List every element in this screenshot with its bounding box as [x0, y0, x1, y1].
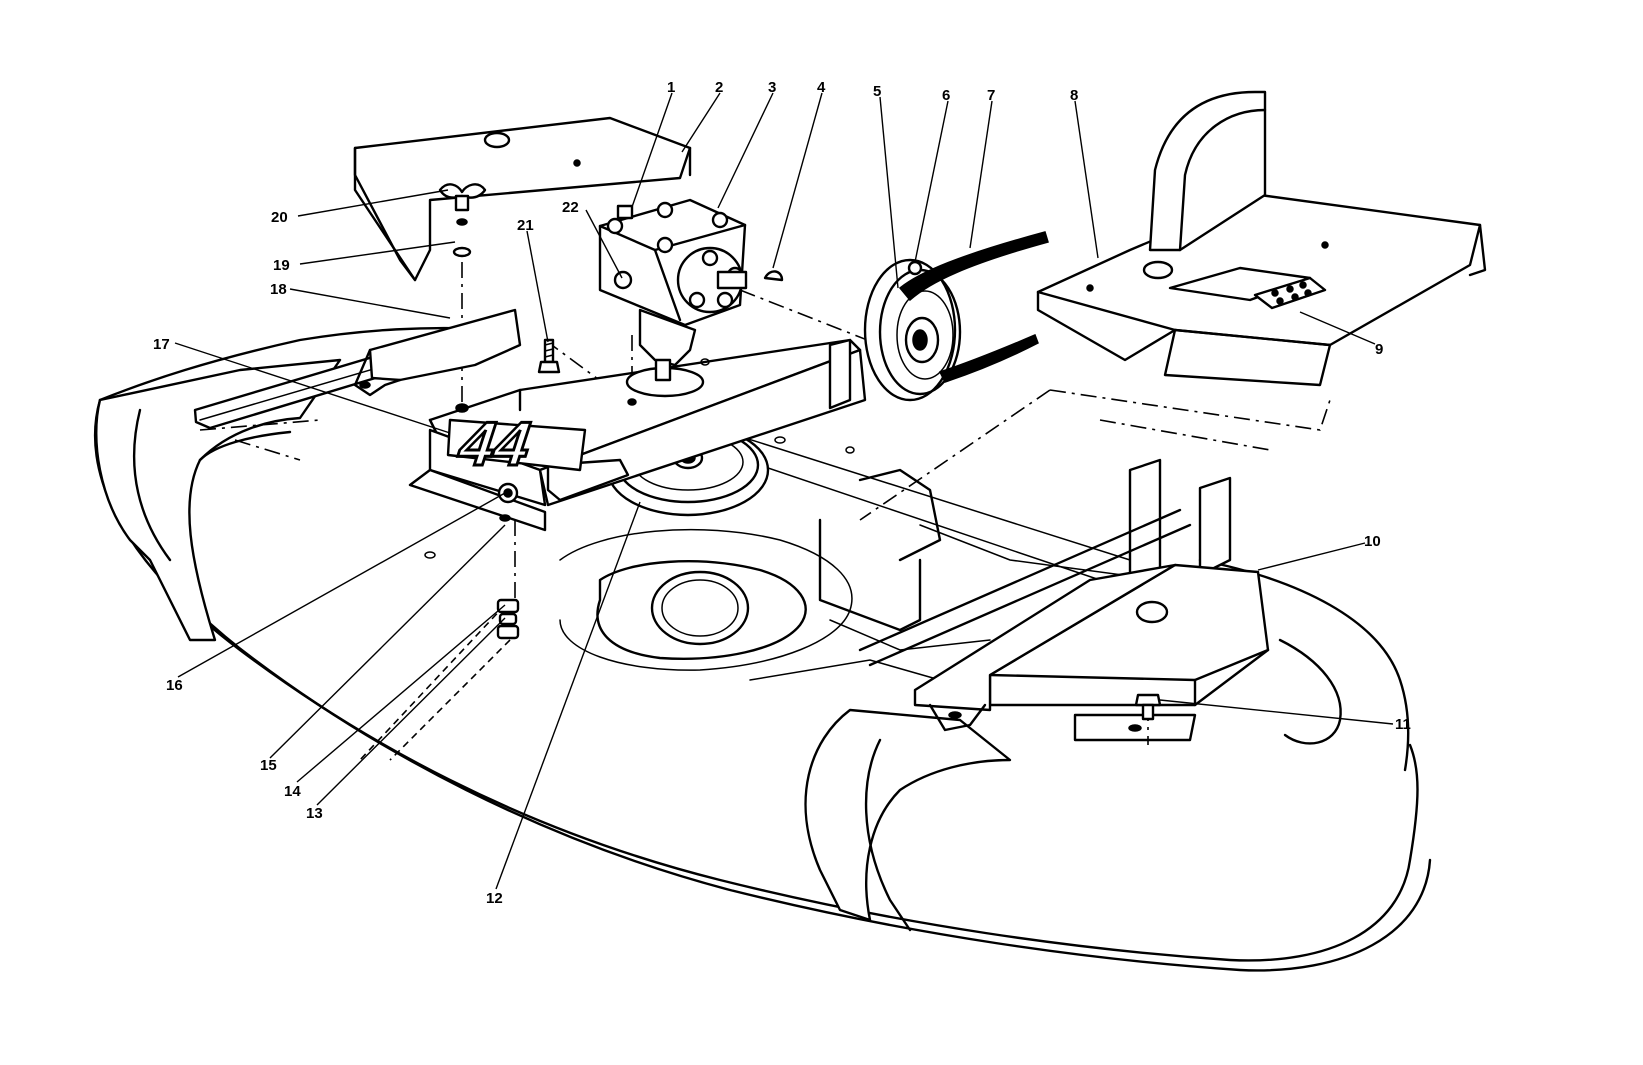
callout-20: 20 [271, 209, 288, 226]
callout-5: 5 [873, 83, 881, 100]
woodruff-key [763, 270, 784, 282]
pulley-set-screw [907, 260, 923, 276]
callout-15: 15 [260, 757, 277, 774]
callout-2: 2 [715, 79, 723, 96]
gearbox-mount-plate: 44 [408, 338, 867, 532]
wing-nut [438, 183, 487, 226]
part-callouts: 1 2 3 4 5 6 7 8 9 10 11 12 13 14 15 16 1… [153, 79, 1411, 907]
callout-17: 17 [153, 336, 170, 353]
callout-6: 6 [942, 87, 950, 104]
callout-4: 4 [817, 79, 826, 96]
callout-11: 11 [1395, 716, 1411, 733]
callout-10: 10 [1364, 533, 1381, 550]
v-belt [898, 231, 1049, 383]
hex-bolt [1134, 693, 1162, 721]
callout-9: 9 [1375, 341, 1383, 358]
carriage-bolt [537, 338, 561, 374]
callout-1: 1 [667, 79, 675, 96]
callout-3: 3 [768, 79, 776, 96]
callout-21: 21 [517, 217, 534, 234]
callout-22: 22 [562, 199, 579, 216]
callout-8: 8 [1070, 87, 1078, 104]
lock-washer-and-nut [496, 598, 520, 640]
belt-guard-cover [353, 116, 692, 282]
callout-7: 7 [987, 87, 995, 104]
top-cover [1036, 90, 1487, 387]
mower-deck-housing [93, 326, 1432, 972]
pulley-shield [913, 563, 1270, 742]
flat-washer [452, 246, 472, 258]
callout-12: 12 [486, 890, 503, 907]
gearbox [598, 198, 748, 382]
leader-lines [174, 92, 1394, 890]
callout-13: 13 [306, 805, 323, 822]
callout-16: 16 [166, 677, 183, 694]
callout-18: 18 [270, 281, 287, 298]
guard-support-bracket [353, 308, 522, 397]
callout-14: 14 [284, 783, 301, 800]
callout-19: 19 [273, 257, 290, 274]
